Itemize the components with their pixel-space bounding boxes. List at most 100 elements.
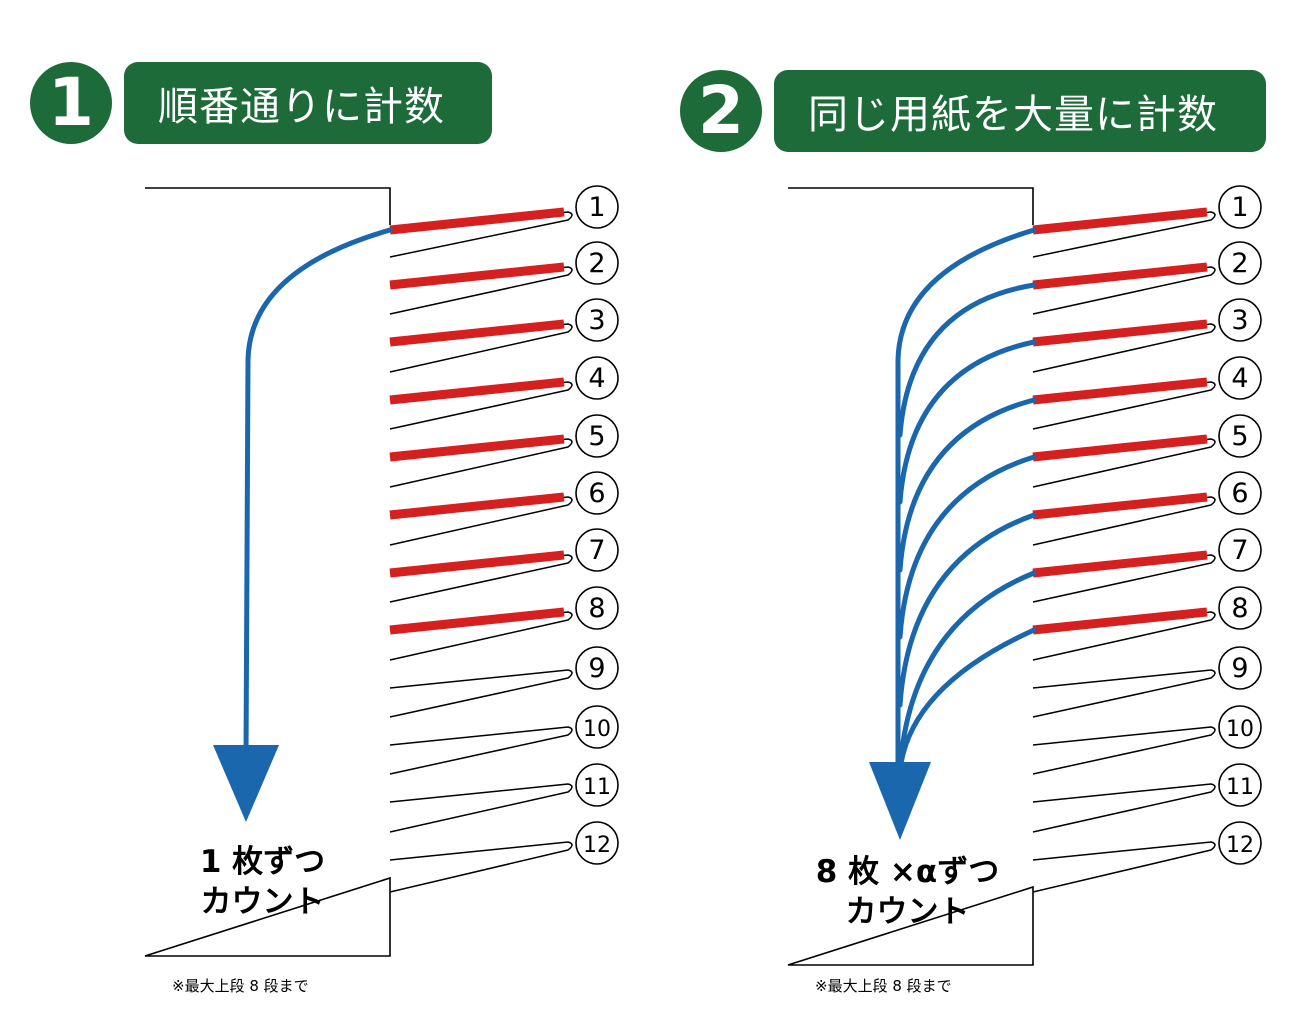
section2-flow-arrow-branch-5: [897, 454, 1037, 640]
section2-tray-number-8: 8: [1231, 593, 1248, 624]
section1-tray-number-circle-12: [575, 821, 619, 865]
section1-tray-number-circle-8: [575, 586, 619, 630]
section2-flow-arrow-branch-2: [897, 282, 1037, 438]
section2-tray-number-6: 6: [1231, 478, 1248, 509]
section1-tray-highlight-7: [389, 550, 565, 578]
section1-tray-number-4: 4: [588, 363, 605, 394]
section1-machine-outline: [144, 187, 391, 957]
section1-tray-number-circle-6: [575, 471, 619, 515]
section1-tray-number-7: 7: [588, 535, 605, 566]
section2-machine-outline: [787, 187, 1034, 966]
section2-tray-10: [1032, 726, 1216, 775]
section2-tray-number-9: 9: [1231, 653, 1248, 684]
section2-tray-8: [1032, 611, 1216, 661]
section2-tray-number-circle-2: [1218, 241, 1262, 285]
section2-tray-number-5: 5: [1231, 421, 1248, 452]
section2-tray-4: [1032, 381, 1216, 430]
section1-tray-number-circle-2: [575, 241, 619, 285]
section2-tray-number-circle-11: [1218, 763, 1262, 807]
section2-tray-number-circle-4: [1218, 356, 1262, 400]
section1-tray-number-5: 5: [588, 421, 605, 452]
section2-flow-arrow-branch-4: [897, 397, 1037, 573]
section1-tray-number-11: 11: [583, 775, 611, 800]
section1-header: 1 順番通りに計数: [30, 62, 492, 144]
section2-tray-7: [1032, 554, 1216, 603]
section2-flow-arrow-branch-6: [897, 512, 1037, 708]
section2-note: ※最大上段 8 段まで: [815, 977, 952, 995]
section2-tray-number-3: 3: [1231, 305, 1248, 336]
section2-tray-9: [1032, 669, 1216, 718]
section1-tray-number-circle-4: [575, 356, 619, 400]
section1-tray-2: [389, 266, 573, 315]
section1-tray-number-10: 10: [583, 717, 611, 742]
section1-tray-number-6: 6: [588, 478, 605, 509]
section2-tray-number-4: 4: [1231, 363, 1248, 394]
section2-tray-number-circle-9: [1218, 646, 1262, 690]
section2-number-badge: 2: [680, 70, 762, 152]
section1-tray-5: [389, 438, 573, 488]
section1-note: ※最大上段 8 段まで: [172, 977, 309, 995]
section2-tray-11: [1032, 783, 1216, 833]
section1-tray-number-circle-9: [575, 646, 619, 690]
section1-caption-line1: 1 枚ずつ: [199, 844, 326, 880]
section2-flow-arrowhead: [869, 762, 931, 840]
section1-tray-9: [389, 669, 573, 718]
section1-tray-1: [389, 211, 573, 258]
section2-flow-arrow-branch-3: [897, 339, 1037, 505]
section1-flow-arrowhead: [213, 745, 279, 822]
section1-tray-number-circle-7: [575, 528, 619, 572]
section2-tray-3: [1032, 323, 1216, 373]
section2-caption-line2: カウント: [845, 894, 970, 930]
section2-tray-6: [1032, 496, 1216, 546]
section2-caption-line1: 8 枚 ×αずつ: [815, 854, 1000, 890]
section1-tray-number-1: 1: [588, 192, 605, 223]
section2-tray-number-circle-5: [1218, 414, 1262, 458]
section1-tray-highlight-5: [389, 434, 565, 462]
section1-tray-highlight-3: [389, 319, 565, 347]
section2-caption: 8 枚 ×αずつ カウント: [790, 852, 1025, 932]
section1-tray-number-9: 9: [588, 653, 605, 684]
section1-tray-7: [389, 554, 573, 603]
section1-tray-12: [389, 841, 573, 893]
section2-title: 同じ用紙を大量に計数: [774, 70, 1266, 152]
section1-tray-number-8: 8: [588, 593, 605, 624]
section2-tray-5: [1032, 438, 1216, 488]
section1-tray-10: [389, 726, 573, 775]
section2-header: 2 同じ用紙を大量に計数: [680, 70, 1266, 152]
section1-caption: 1 枚ずつ カウント: [150, 842, 375, 922]
section1-tray-highlight-1: [389, 207, 565, 235]
section1-number-badge: 1: [30, 62, 112, 144]
section1-tray-number-12: 12: [583, 833, 611, 858]
section2-tray-number-circle-10: [1218, 705, 1262, 749]
section2-tray-number-10: 10: [1226, 717, 1254, 742]
section2-tray-number-1: 1: [1231, 192, 1248, 223]
section2-tray-highlight-4: [1032, 377, 1208, 405]
section1-tray-highlight-2: [389, 262, 565, 290]
section1-tray-number-circle-11: [575, 763, 619, 807]
section2-tray-number-12: 12: [1226, 833, 1254, 858]
section1-tray-6: [389, 496, 573, 546]
section1-tray-3: [389, 323, 573, 373]
section2-tray-number-circle-3: [1218, 298, 1262, 342]
section2-flow-arrow-main: [895, 227, 1037, 778]
section1-tray-number-2: 2: [588, 248, 605, 279]
section1-tray-highlight-6: [389, 492, 565, 520]
section2-tray-2: [1032, 266, 1216, 315]
section1-tray-number-circle-5: [575, 414, 619, 458]
section1-tray-number-circle-10: [575, 705, 619, 749]
section1-caption-line2: カウント: [200, 884, 325, 920]
section2-tray-number-circle-7: [1218, 528, 1262, 572]
section2-tray-number-2: 2: [1231, 248, 1248, 279]
section2-tray-highlight-5: [1032, 434, 1208, 462]
section2-tray-12: [1032, 841, 1216, 893]
section1-tray-number-3: 3: [588, 305, 605, 336]
section2-flow-arrow-branch-8: [897, 627, 1037, 773]
section2-tray-highlight-6: [1032, 492, 1208, 520]
section1-tray-number-circle-3: [575, 298, 619, 342]
section1-tray-number-circle-1: [575, 185, 619, 229]
section2-tray-number-11: 11: [1226, 775, 1254, 800]
section2-tray-number-circle-6: [1218, 471, 1262, 515]
section1-tray-11: [389, 783, 573, 833]
section2-tray-number-circle-8: [1218, 586, 1262, 630]
